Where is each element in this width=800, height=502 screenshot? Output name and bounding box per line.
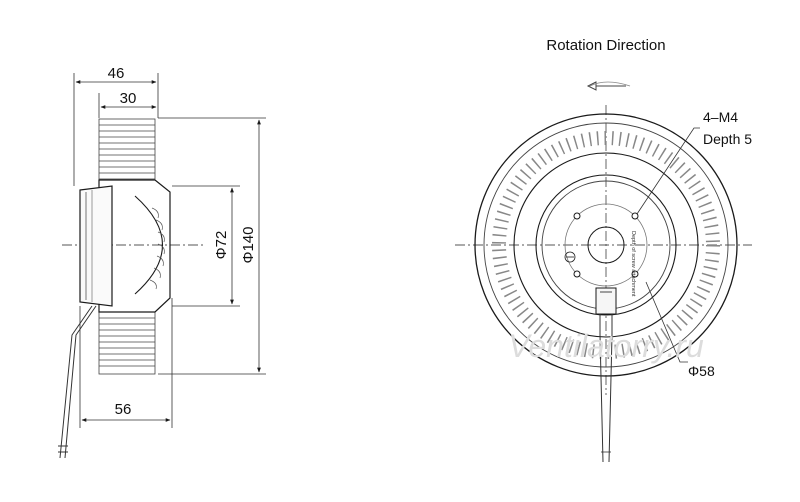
hub-dome xyxy=(134,195,164,295)
dimension-phi72 xyxy=(172,185,240,307)
watermark: Ventilatorry.ru xyxy=(508,328,704,364)
dimension-46 xyxy=(73,73,159,186)
front-wire-2 xyxy=(608,314,613,463)
outer-ring xyxy=(474,113,738,377)
screw-hole-4 xyxy=(631,270,639,278)
side-view xyxy=(58,73,266,459)
screw-hole-1 xyxy=(573,212,581,220)
motor-face-outer xyxy=(535,174,677,316)
shaft-hub xyxy=(587,226,625,264)
motor-housing xyxy=(79,185,113,307)
rotation-arrow-icon xyxy=(586,81,626,91)
screw-hole-3 xyxy=(573,270,581,278)
blade-outer-edge xyxy=(483,122,729,368)
label-phi72: Φ72 xyxy=(213,231,230,260)
rotation-direction-title: Rotation Direction xyxy=(546,37,665,54)
shroud-body xyxy=(98,179,171,313)
label-4m4: 4–M4 xyxy=(703,109,738,125)
leader-phi58 xyxy=(645,281,688,363)
label-phi58: Φ58 xyxy=(688,363,715,379)
label-phi140: Φ140 xyxy=(240,227,257,264)
hub-fins xyxy=(149,207,165,290)
hole-circle xyxy=(564,203,648,287)
rotation-arc xyxy=(589,81,631,87)
blade-inner-edge xyxy=(513,152,699,338)
label-46: 46 xyxy=(108,65,125,82)
leader-4m4 xyxy=(636,127,700,215)
cable-gland xyxy=(595,287,617,315)
dimension-30 xyxy=(98,93,157,118)
screw-hole-2 xyxy=(631,212,639,220)
ground-symbol xyxy=(564,251,576,263)
lead-wires-side xyxy=(58,305,97,459)
dimension-phi140 xyxy=(158,117,266,375)
label-56: 56 xyxy=(115,401,132,418)
label-30: 30 xyxy=(120,90,137,107)
front-view xyxy=(455,81,752,463)
dimension-56 xyxy=(79,298,173,428)
motor-label-text: Depth of screw attachment xyxy=(630,231,636,297)
label-depth5: Depth 5 xyxy=(703,131,752,147)
impeller-blades-upper xyxy=(98,118,156,180)
blade-ring xyxy=(492,131,720,359)
impeller-blades-lower xyxy=(98,311,156,375)
front-wire-1 xyxy=(599,314,604,463)
